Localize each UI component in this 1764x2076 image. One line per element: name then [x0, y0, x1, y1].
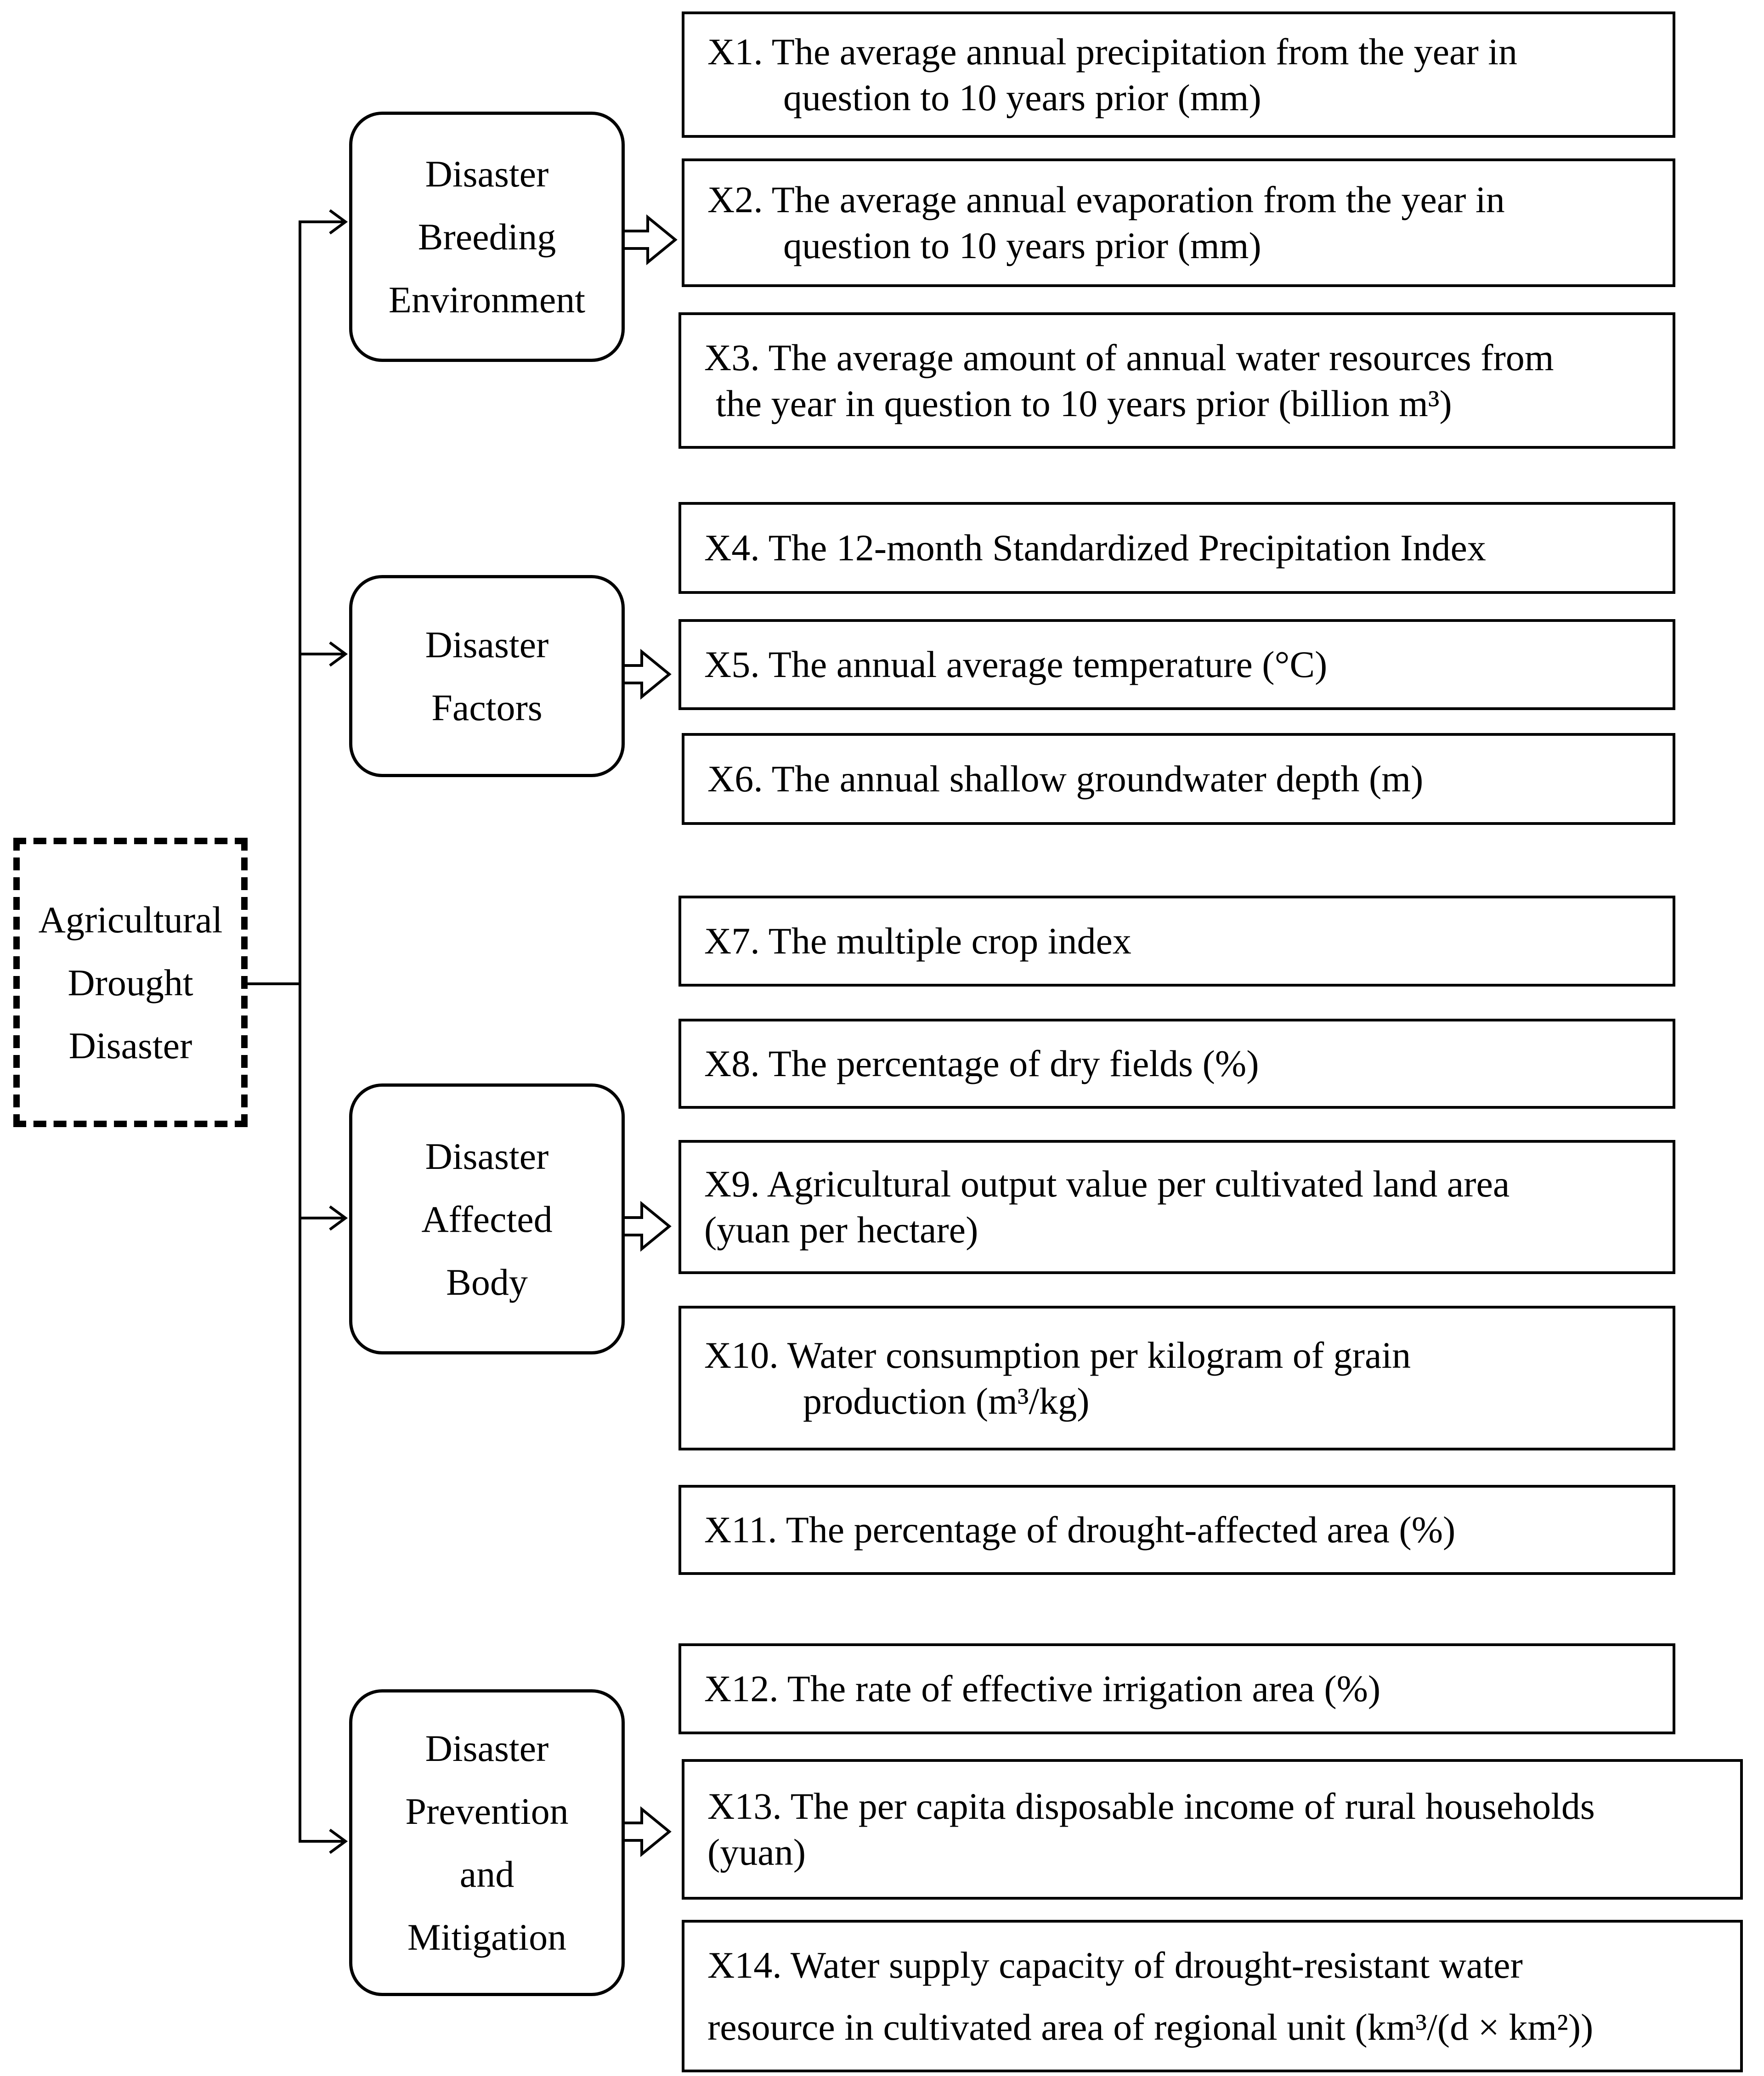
- category-label: Disaster Factors: [425, 613, 549, 739]
- indicator-line: (yuan per hectare): [704, 1209, 978, 1251]
- category-label-line: Disaster: [425, 153, 549, 195]
- category-label-line: Factors: [431, 687, 543, 728]
- indicator-box-x12: X12. The rate of effective irrigation ar…: [678, 1643, 1675, 1734]
- indicator-box-x6: X6. The annual shallow groundwater depth…: [682, 733, 1675, 825]
- category-label: Disaster Breeding Environment: [389, 142, 585, 331]
- indicator-line: the year in question to 10 years prior (…: [716, 382, 1452, 424]
- indicator-text: X13. The per capita disposable income of…: [707, 1783, 1595, 1875]
- category-label-line: Disaster: [425, 1727, 549, 1769]
- indicator-text: X9. Agricultural output value per cultiv…: [704, 1161, 1510, 1253]
- indicator-text: X8. The percentage of dry fields (%): [704, 1041, 1259, 1087]
- indicator-box-x4: X4. The 12-month Standardized Precipitat…: [678, 502, 1675, 594]
- category-label-line: Environment: [388, 279, 586, 321]
- indicator-text: X12. The rate of effective irrigation ar…: [704, 1666, 1380, 1712]
- indicator-text: X11. The percentage of drought-affected …: [704, 1507, 1455, 1553]
- indicator-text: X1. The average annual precipitation fro…: [707, 29, 1517, 121]
- indicator-line: question to 10 years prior (mm): [783, 225, 1261, 266]
- indicator-text: X4. The 12-month Standardized Precipitat…: [704, 525, 1486, 571]
- indicator-line: X12. The rate of effective irrigation ar…: [704, 1668, 1381, 1709]
- indicator-text: X2. The average annual evaporation from …: [707, 177, 1505, 269]
- indicator-line: X4. The 12-month Standardized Precipitat…: [704, 527, 1486, 569]
- indicator-line: X11. The percentage of drought-affected …: [704, 1509, 1456, 1551]
- indicator-box-x8: X8. The percentage of dry fields (%): [678, 1019, 1675, 1109]
- indicator-line: (yuan): [707, 1831, 806, 1873]
- category-node-prevention-mitigation: Disaster Prevention and Mitigation: [349, 1689, 625, 1996]
- indicator-box-x1: X1. The average annual precipitation fro…: [682, 11, 1675, 138]
- indicator-line: X2. The average annual evaporation from …: [707, 179, 1505, 220]
- indicator-text: X14. Water supply capacity of drought-re…: [707, 1934, 1593, 2058]
- indicator-text: X3. The average amount of annual water r…: [704, 335, 1554, 427]
- indicator-line: production (m³/kg): [803, 1380, 1090, 1422]
- branch-arrowhead-prevention: [329, 1828, 348, 1854]
- category-label-line: Prevention: [405, 1790, 569, 1832]
- indicator-text: X5. The annual average temperature (°C): [704, 642, 1327, 688]
- indicator-line: X1. The average annual precipitation fro…: [707, 30, 1518, 73]
- root-node: Agricultural Drought Disaster: [13, 838, 248, 1127]
- indicator-line: X13. The per capita disposable income of…: [707, 1785, 1595, 1827]
- category-label-line: Breeding: [418, 216, 556, 258]
- category-label-line: Disaster: [425, 1135, 549, 1177]
- branch-arrowhead-breeding: [329, 209, 348, 235]
- branch-arrowhead-affected: [329, 1205, 348, 1231]
- indicator-text: X6. The annual shallow groundwater depth…: [707, 756, 1423, 802]
- category-label-line: Affected: [421, 1198, 553, 1240]
- category-label-line: Mitigation: [407, 1916, 567, 1958]
- category-label: Disaster Affected Body: [421, 1125, 552, 1314]
- category-node-affected-body: Disaster Affected Body: [349, 1083, 625, 1354]
- indicator-line: X7. The multiple crop index: [704, 920, 1131, 962]
- category-node-disaster-factors: Disaster Factors: [349, 575, 625, 777]
- category-label: Disaster Prevention and Mitigation: [405, 1717, 568, 1969]
- category-label-line: Disaster: [425, 624, 549, 666]
- category-label-line: Body: [446, 1261, 528, 1303]
- indicator-line: X6. The annual shallow groundwater depth…: [707, 758, 1424, 800]
- category-label-line: and: [459, 1853, 514, 1895]
- indicator-box-x10: X10. Water consumption per kilogram of g…: [678, 1306, 1675, 1450]
- indicator-text: X10. Water consumption per kilogram of g…: [704, 1332, 1411, 1424]
- indicator-line: X5. The annual average temperature (°C): [704, 643, 1328, 685]
- indicator-box-x9: X9. Agricultural output value per cultiv…: [678, 1140, 1675, 1274]
- root-label-line: Agricultural: [38, 898, 223, 941]
- indicator-line: resource in cultivated area of regional …: [707, 2006, 1594, 2048]
- indicator-box-x5: X5. The annual average temperature (°C): [678, 619, 1675, 710]
- indicator-line: question to 10 years prior (mm): [783, 76, 1261, 118]
- indicator-line: X3. The average amount of annual water r…: [704, 336, 1554, 378]
- indicator-line: X10. Water consumption per kilogram of g…: [704, 1334, 1411, 1376]
- indicator-box-x7: X7. The multiple crop index: [678, 896, 1675, 987]
- indicator-box-x11: X11. The percentage of drought-affected …: [678, 1485, 1675, 1575]
- indicator-box-x2: X2. The average annual evaporation from …: [682, 158, 1675, 287]
- indicator-line: X9. Agricultural output value per cultiv…: [704, 1163, 1510, 1205]
- indicator-box-x13: X13. The per capita disposable income of…: [682, 1759, 1743, 1900]
- indicator-text: X7. The multiple crop index: [704, 918, 1131, 964]
- category-node-breeding-environment: Disaster Breeding Environment: [349, 112, 625, 362]
- indicator-box-x14: X14. Water supply capacity of drought-re…: [682, 1920, 1743, 2072]
- root-label-line: Disaster: [68, 1024, 192, 1066]
- root-label-line: Drought: [68, 961, 193, 1004]
- indicator-line: X8. The percentage of dry fields (%): [704, 1043, 1259, 1084]
- branch-arrowhead-factors: [329, 641, 348, 667]
- indicator-line: X14. Water supply capacity of drought-re…: [707, 1944, 1523, 1986]
- root-label: Agricultural Drought Disaster: [39, 888, 223, 1077]
- indicator-box-x3: X3. The average amount of annual water r…: [678, 312, 1675, 449]
